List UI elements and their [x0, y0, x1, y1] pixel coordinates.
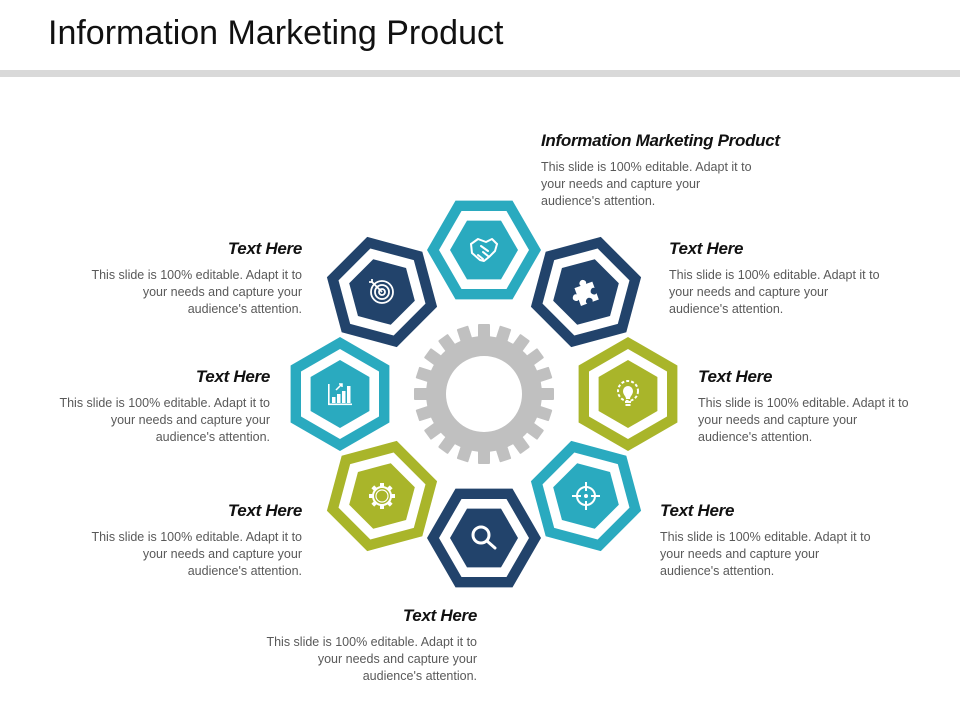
text-block-top-left: Text Here This slide is 100% editable. A…: [87, 239, 302, 318]
block-body: This slide is 100% editable. Adapt it to…: [669, 268, 880, 316]
block-heading: Text Here: [227, 239, 302, 258]
search-icon: [471, 525, 497, 550]
text-block-top-right: Text Here This slide is 100% editable. A…: [669, 239, 884, 318]
text-block-bottom-right: Text Here This slide is 100% editable. A…: [660, 501, 875, 580]
block-heading: Text Here: [227, 501, 302, 520]
block-heading: Information Marketing Product: [541, 131, 780, 150]
bar-chart-icon: [328, 383, 352, 406]
hexagon-top-left: [306, 216, 458, 368]
target-icon: [369, 279, 394, 304]
text-block-left: Text Here This slide is 100% editable. A…: [55, 367, 270, 446]
text-block-bottom: Text Here This slide is 100% editable. A…: [262, 606, 477, 685]
hexagon-bottom-right: [510, 420, 662, 572]
slide-title: Information Marketing Product: [48, 14, 504, 52]
block-heading: Text Here: [195, 367, 270, 386]
text-block-right: Text Here This slide is 100% editable. A…: [698, 367, 913, 446]
block-heading: Text Here: [698, 367, 773, 386]
text-block-top: Information Marketing Product This slide…: [541, 131, 831, 210]
handshake-icon: [470, 238, 498, 262]
hexagon-bottom-left: [306, 420, 458, 572]
puzzle-icon: [572, 279, 599, 306]
title-divider: [0, 70, 960, 77]
block-body: This slide is 100% editable. Adapt it to…: [266, 635, 477, 683]
crosshair-icon: [572, 482, 600, 510]
gear-icon: [414, 324, 554, 464]
block-body: This slide is 100% editable. Adapt it to…: [91, 268, 302, 316]
block-heading: Text Here: [660, 501, 735, 520]
hexagon-bottom: [427, 488, 541, 588]
text-block-bottom-left: Text Here This slide is 100% editable. A…: [87, 501, 302, 580]
block-body: This slide is 100% editable. Adapt it to…: [91, 530, 302, 578]
block-body: This slide is 100% editable. Adapt it to…: [541, 160, 752, 208]
lightbulb-icon: [617, 380, 639, 406]
block-heading: Text Here: [669, 239, 744, 258]
hexagon-top: [427, 200, 541, 300]
block-body: This slide is 100% editable. Adapt it to…: [660, 530, 871, 578]
hexagon-right: [578, 337, 678, 451]
block-heading: Text Here: [402, 606, 477, 625]
block-body: This slide is 100% editable. Adapt it to…: [59, 396, 270, 444]
hexagon-left: [290, 337, 390, 451]
hexagon-top-right: [510, 216, 662, 368]
block-body: This slide is 100% editable. Adapt it to…: [698, 396, 909, 444]
cog-icon: [369, 483, 395, 509]
